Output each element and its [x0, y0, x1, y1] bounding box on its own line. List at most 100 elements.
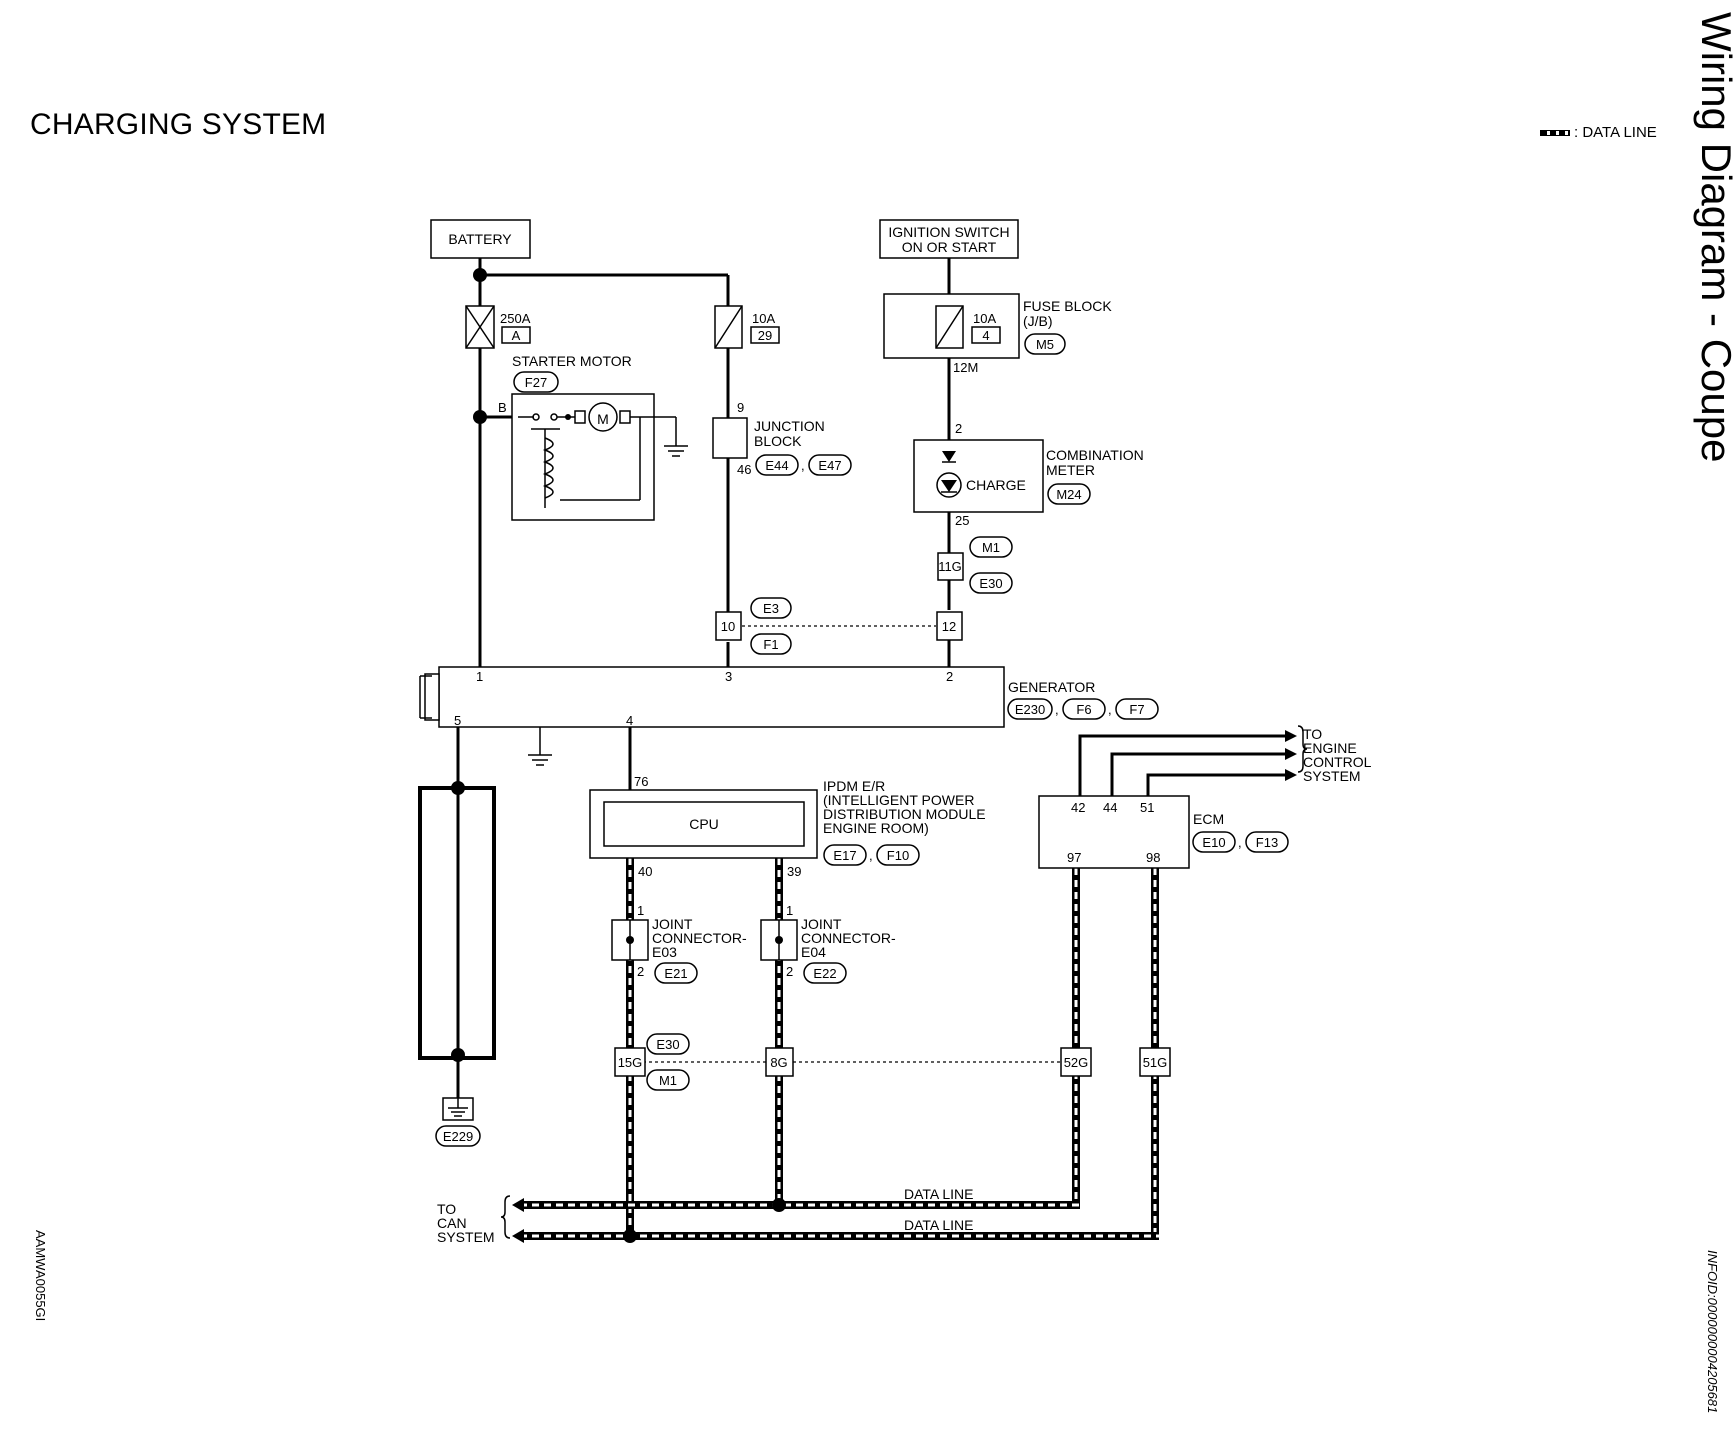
meter-label2: METER	[1046, 462, 1095, 478]
inline-bottom-pin-8g: 8G	[770, 1055, 787, 1070]
ecm-pin-98: 98	[1146, 850, 1160, 865]
fuse-250a: 250A A	[465, 305, 531, 349]
inline-e3-pin-1: 10	[721, 619, 735, 634]
starter-connector: F27	[525, 375, 547, 390]
ipdm-connector-1: E17	[833, 848, 856, 863]
inline-connectors-bottom: 15G 8G 52G 51G E30 M1	[614, 1033, 1171, 1091]
ipdm-pin-39: 39	[787, 864, 801, 879]
ecm-pin-44: 44	[1103, 800, 1117, 815]
fuse-block-id: 4	[982, 328, 989, 343]
can-line3: SYSTEM	[437, 1229, 495, 1245]
ecm-pin-97: 97	[1067, 850, 1081, 865]
can-line1: TO	[437, 1201, 456, 1217]
joint-e03-pin-bottom: 2	[637, 964, 644, 979]
fuse-block-rating: 10A	[973, 311, 996, 326]
inline-e3-pin-2: 12	[942, 619, 956, 634]
svg-text:,: ,	[801, 458, 805, 473]
inline-bottom-connector-2: M1	[659, 1073, 677, 1088]
joint-e04-pin-top: 1	[786, 903, 793, 918]
joint-e04-label1: JOINT	[801, 916, 842, 932]
junction-connector-1: E44	[765, 458, 788, 473]
ignition-switch-box: IGNITION SWITCH ON OR START	[879, 219, 1019, 259]
fuse-250a-id: A	[512, 328, 521, 343]
page-title: CHARGING SYSTEM	[30, 108, 327, 141]
body-ground: E229	[435, 1097, 481, 1147]
joint-connector-e03: 1 2 JOINT CONNECTOR- E03 E21	[611, 903, 747, 984]
ecm: 42 44 51 97 98 ECM E10 , F13	[1038, 795, 1289, 869]
data-line-label-2: DATA LINE	[904, 1217, 974, 1233]
generator-connector-1: E230	[1015, 702, 1045, 717]
battery-box: BATTERY	[430, 219, 531, 259]
data-line-legend: : DATA LINE	[1540, 124, 1657, 141]
joint-e04-label2: CONNECTOR-	[801, 930, 896, 946]
ecm-connector-2: F13	[1256, 835, 1278, 850]
generator-connector-2: F6	[1076, 702, 1091, 717]
ipdm-label3: DISTRIBUTION MODULE	[823, 806, 986, 822]
starter-motor: STARTER MOTOR F27 B M	[498, 353, 688, 521]
ecm-pin-51: 51	[1140, 800, 1154, 815]
junction-label1: JUNCTION	[754, 418, 825, 434]
meter-pin-bottom: 25	[955, 513, 969, 528]
fuse-10a-29-id: 29	[758, 328, 772, 343]
ipdm-label2: (INTELLIGENT POWER	[823, 792, 974, 808]
ipdm-connector-2: F10	[887, 848, 909, 863]
generator-pin-1: 1	[476, 669, 483, 684]
arrows-engine-control	[1285, 725, 1308, 781]
inline-bottom-connector-1: E30	[656, 1037, 679, 1052]
ipdm-cpu-label: CPU	[689, 816, 719, 832]
svg-text:,: ,	[1108, 702, 1112, 717]
engine-control-line3: CONTROL	[1303, 754, 1372, 770]
fuse-10a-29: 10A 29	[714, 305, 780, 349]
fuse-block: 10A 4 FUSE BLOCK (J/B) M5 12M	[883, 293, 1112, 375]
generator-pin-4: 4	[626, 713, 633, 728]
inline-e3-connector-1: E3	[763, 601, 779, 616]
joint-e03-label2: CONNECTOR-	[652, 930, 747, 946]
inline-bottom-pin-15g: 15G	[618, 1055, 643, 1070]
joint-e03-connector: E21	[664, 966, 687, 981]
junction-label2: BLOCK	[754, 433, 802, 449]
joint-e03-label3: E03	[652, 944, 677, 960]
battery-label: BATTERY	[448, 231, 512, 247]
svg-text:,: ,	[869, 848, 873, 863]
svg-text:,: ,	[1238, 835, 1242, 850]
splice-dots	[451, 268, 786, 1243]
inline-e3-connector-2: F1	[763, 637, 778, 652]
generator-pin-3: 3	[725, 669, 732, 684]
inline-connector-e3: 10 12 E3 F1	[715, 597, 963, 655]
fuse-250a-rating: 250A	[500, 311, 531, 326]
fuse-block-label1: FUSE BLOCK	[1023, 298, 1112, 314]
joint-e04-connector: E22	[813, 966, 836, 981]
joint-e04-label3: E04	[801, 944, 826, 960]
meter-pin-top: 2	[955, 421, 962, 436]
generator-label: GENERATOR	[1008, 679, 1095, 695]
data-line-legend-swatch	[1540, 129, 1570, 136]
svg-text:,: ,	[1055, 702, 1059, 717]
ecm-label: ECM	[1193, 811, 1224, 827]
ipdm-pin-40: 40	[638, 864, 652, 879]
starter-label: STARTER MOTOR	[512, 353, 632, 369]
inline-11g-connector-1: M1	[982, 540, 1000, 555]
junction-pin-bottom: 46	[737, 462, 751, 477]
fuse-block-connector: M5	[1036, 337, 1054, 352]
ipdm-label1: IPDM E/R	[823, 778, 885, 794]
generator: 1 3 2 5 4 GENERATOR E230 , F6 , F7	[419, 666, 1159, 766]
starter-terminal: B	[498, 400, 507, 415]
inline-bottom-pin-51g: 51G	[1143, 1055, 1168, 1070]
can-line2: CAN	[437, 1215, 467, 1231]
data-line-label-1: DATA LINE	[904, 1186, 974, 1202]
to-engine-control-label: TO ENGINE CONTROL SYSTEM	[1303, 726, 1372, 784]
ipdm-label4: ENGINE ROOM)	[823, 820, 929, 836]
to-can-system-label: TO CAN SYSTEM DATA LINE DATA LINE	[437, 1186, 974, 1245]
fuse-block-label2: (J/B)	[1023, 313, 1053, 329]
joint-e03-pin-top: 1	[637, 903, 644, 918]
meter-label1: COMBINATION	[1046, 447, 1144, 463]
inline-11g-pin: 11G	[938, 559, 962, 574]
data-line-legend-label: : DATA LINE	[1574, 124, 1657, 141]
meter-lamp-label: CHARGE	[966, 477, 1026, 493]
combination-meter: 2 CHARGE COMBINATION METER M24 25	[913, 421, 1144, 528]
joint-e04-pin-bottom: 2	[786, 964, 793, 979]
ipdm-pin-top: 76	[634, 774, 648, 789]
inline-connector-11g: 11G M1 E30	[937, 536, 1013, 594]
joint-e03-label1: JOINT	[652, 916, 693, 932]
